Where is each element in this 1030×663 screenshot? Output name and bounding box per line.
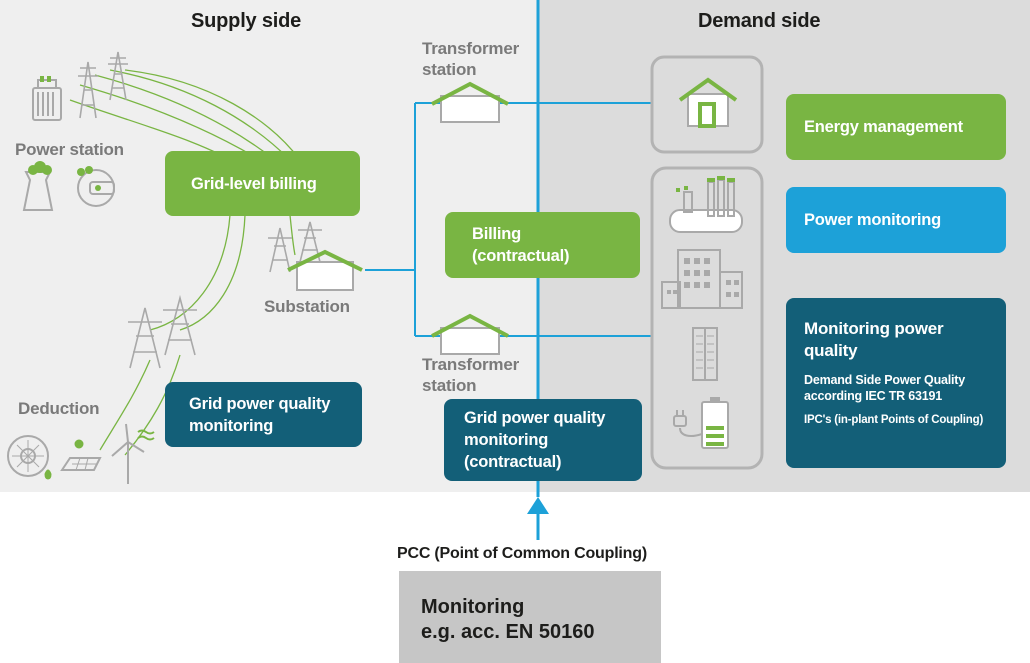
power-station-label: Power station bbox=[15, 140, 124, 159]
transformer-station-bottom-icon bbox=[431, 313, 509, 355]
household-frame bbox=[650, 55, 764, 154]
monitoring-standard-line-2: e.g. acc. EN 50160 bbox=[421, 621, 595, 643]
billing-contractual-box: Billing (contractual) bbox=[445, 212, 640, 278]
monitoring-power-quality-line-1: Monitoring power bbox=[804, 319, 944, 338]
substation-label: Substation bbox=[264, 297, 350, 316]
grid-power-quality-monitoring-box: Grid power quality monitoring bbox=[165, 382, 362, 447]
grid-power-quality-contractual-line-3: (contractual) bbox=[464, 453, 562, 471]
monitoring-power-quality-sub-3: IPC's (in-plant Points of Coupling) bbox=[804, 414, 984, 426]
monitoring-standard-box: Monitoring e.g. acc. EN 50160 bbox=[399, 571, 661, 663]
transformer-station-top-line-2: station bbox=[422, 60, 477, 79]
transformer-station-bottom-line-2: station bbox=[422, 376, 477, 395]
monitoring-power-quality-box: Monitoring power quality Demand Side Pow… bbox=[786, 298, 1006, 468]
grid-power-quality-contractual-line-1: Grid power quality bbox=[464, 409, 606, 427]
billing-contractual-line-2: (contractual) bbox=[472, 247, 570, 265]
power-monitoring-text: Power monitoring bbox=[804, 211, 942, 229]
grid-level-billing-text: Grid-level billing bbox=[191, 174, 317, 193]
monitoring-standard-line-1: Monitoring bbox=[421, 596, 525, 618]
monitoring-power-quality-sub-1: Demand Side Power Quality bbox=[804, 373, 966, 387]
monitoring-power-quality-line-2: quality bbox=[804, 341, 858, 360]
grid-connection-lines bbox=[365, 102, 652, 337]
deduction-accents bbox=[44, 429, 155, 480]
monitoring-power-quality-sub-2: according IEC TR 63191 bbox=[804, 389, 943, 403]
substation-icon bbox=[287, 249, 363, 291]
supply-side-header: Supply side bbox=[191, 10, 302, 32]
deduction-icons bbox=[7, 423, 145, 484]
pcc-arrow bbox=[527, 497, 549, 540]
billing-contractual-line-1: Billing bbox=[472, 225, 522, 243]
transformer-station-top-icon bbox=[431, 81, 509, 123]
transformer-station-bottom-line-1: Transformer bbox=[422, 355, 520, 374]
office-buildings-icon bbox=[661, 249, 743, 309]
transformer-station-top-label: Transformer station bbox=[422, 38, 519, 80]
transformer-station-bottom-label: Transformer station bbox=[422, 354, 519, 396]
consumers-frame bbox=[650, 166, 764, 470]
pcc-label: PCC (Point of Common Coupling) bbox=[397, 545, 647, 562]
grid-level-billing-box: Grid-level billing bbox=[165, 151, 360, 216]
grid-power-quality-monitoring-line-1: Grid power quality bbox=[189, 394, 331, 413]
energy-management-box: Energy management bbox=[786, 94, 1006, 160]
industry-icon bbox=[669, 176, 743, 233]
demand-side-header: Demand side bbox=[698, 10, 821, 32]
power-station-accent bbox=[28, 76, 101, 191]
deduction-label: Deduction bbox=[18, 399, 100, 418]
grid-power-quality-contractual-box: Grid power quality monitoring (contractu… bbox=[444, 399, 642, 481]
power-monitoring-box: Power monitoring bbox=[786, 187, 1006, 253]
transformer-station-top-line-1: Transformer bbox=[422, 39, 520, 58]
pylons bbox=[78, 51, 322, 369]
grid-power-quality-monitoring-line-2: monitoring bbox=[189, 416, 274, 435]
server-rack-icon bbox=[692, 327, 718, 381]
battery-charging-icon bbox=[673, 397, 729, 449]
energy-management-text: Energy management bbox=[804, 118, 963, 136]
house-icon bbox=[678, 77, 738, 128]
grid-power-quality-contractual-line-2: monitoring bbox=[464, 431, 549, 449]
